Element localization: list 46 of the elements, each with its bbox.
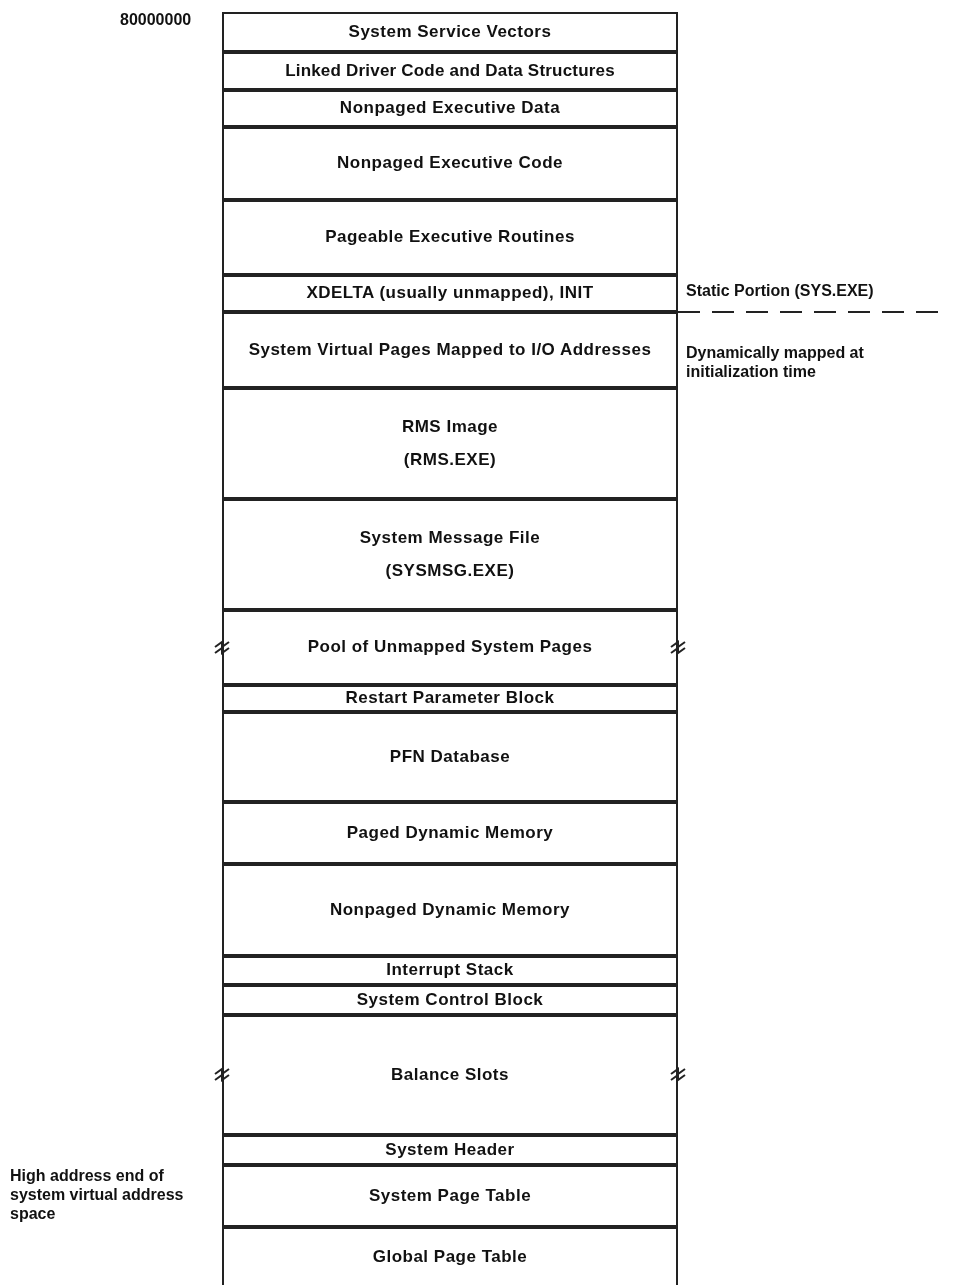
memory-region-band <box>222 127 678 200</box>
region-name: Balance Slots <box>391 1063 509 1086</box>
region-name: System Message File <box>359 526 541 549</box>
memory-region-band <box>222 1015 678 1135</box>
region-name: Restart Parameter Block <box>345 687 555 710</box>
region-name: Interrupt Stack <box>386 959 514 982</box>
memory-region-band <box>222 312 678 388</box>
memory-region-band <box>222 12 678 52</box>
region-name: Pool of Unmapped System Pages <box>307 636 593 659</box>
region-name: System Page Table <box>368 1184 532 1207</box>
memory-region-band <box>222 610 678 685</box>
region-name: Nonpaged Executive Code <box>337 152 563 175</box>
memory-region-band <box>222 1165 678 1227</box>
note-text: High address end of system virtual address space <box>10 1166 185 1224</box>
region-name: Nonpaged Dynamic Memory <box>329 898 571 921</box>
memory-region-band <box>222 499 678 610</box>
memory-region-band <box>222 200 678 275</box>
memory-region-band <box>222 90 678 127</box>
region-name: (RMS.EXE) <box>403 448 497 471</box>
region-name: Paged Dynamic Memory <box>346 821 554 844</box>
address-label: 80000000 <box>120 10 193 30</box>
region-name: System Header <box>385 1138 515 1161</box>
memory-region-band <box>222 52 678 90</box>
region-name: System Service Vectors <box>348 20 552 43</box>
region-name: Nonpaged Executive Data <box>339 97 561 120</box>
region-name: RMS Image <box>401 415 499 438</box>
region-name: (SYSMSG.EXE) <box>385 559 515 582</box>
region-name: System Control Block <box>356 988 544 1011</box>
region-name: Linked Driver Code and Data Structures <box>285 59 615 82</box>
memory-region-band <box>222 388 678 499</box>
region-name: XDELTA (usually unmapped), INIT <box>306 282 594 305</box>
memory-region-band <box>222 802 678 864</box>
memory-region-band <box>222 1227 678 1285</box>
note-text: Static Portion (SYS.EXE) <box>686 281 875 301</box>
region-name: PFN Database <box>389 745 511 768</box>
region-name: Pageable Executive Routines <box>325 226 575 249</box>
memory-region-band <box>222 275 678 312</box>
memory-region-band <box>222 712 678 802</box>
memory-region-band <box>222 1135 678 1165</box>
region-name: System Virtual Pages Mapped to I/O Addresses <box>248 338 652 361</box>
memory-region-band <box>222 864 678 956</box>
region-name: Global Page Table <box>372 1245 528 1268</box>
note-text: Dynamically mapped at initialization time <box>686 343 865 382</box>
memory-region-band <box>222 956 678 985</box>
memory-region-band <box>222 985 678 1015</box>
memory-region-band <box>222 685 678 712</box>
